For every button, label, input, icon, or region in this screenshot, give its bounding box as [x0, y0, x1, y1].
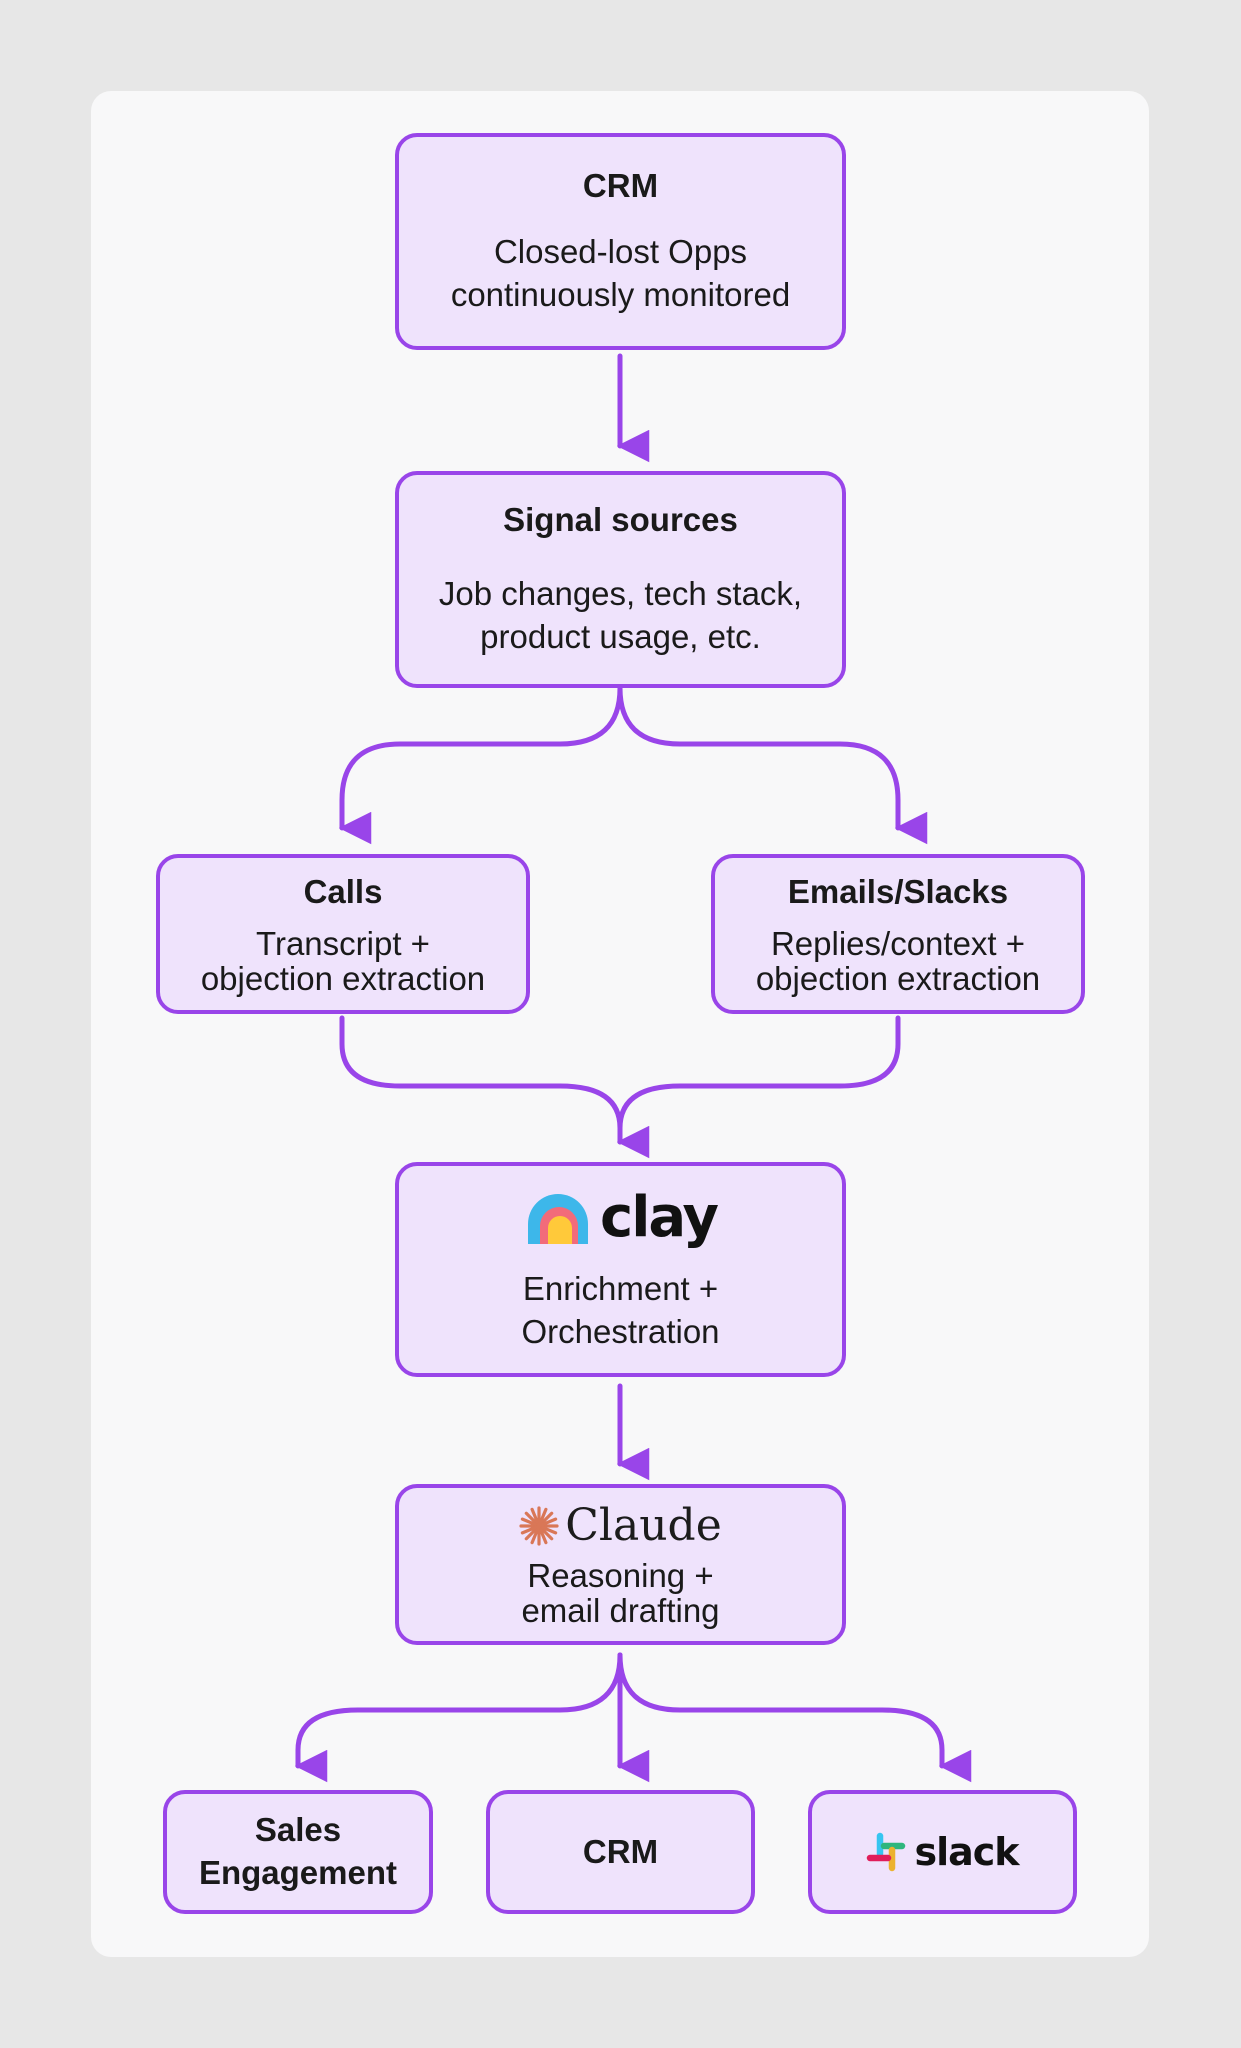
crm-source-node: CRM Closed-lost Opps continuously monito… — [395, 133, 846, 350]
crm-source-title: CRM — [582, 166, 659, 204]
clay-logo: clay — [524, 1185, 719, 1251]
emails-slacks-title: Emails/Slacks — [787, 872, 1009, 910]
signal-sources-node: Signal sources Job changes, tech stack, … — [395, 471, 846, 688]
claude-wordmark: Claude — [565, 1500, 722, 1552]
clay-rainbow-icon — [528, 1193, 589, 1244]
claude-desc: Reasoning + email drafting — [521, 1557, 720, 1629]
calls-node: Calls Transcript + objection extraction — [156, 854, 530, 1014]
slack-logo: slack — [866, 1830, 1020, 1874]
claude-logo: Claude — [519, 1500, 722, 1551]
emails-slacks-desc: Replies/context + objection extraction — [755, 925, 1041, 997]
clay-node: clay Enrichment + Orchestration — [395, 1162, 846, 1377]
signal-sources-desc: Job changes, tech stack, product usage, … — [438, 575, 803, 656]
crm-source-desc: Closed-lost Opps continuously monitored — [450, 233, 791, 314]
signal-sources-title: Signal sources — [503, 500, 738, 538]
calls-title: Calls — [303, 872, 383, 910]
clay-desc: Enrichment + Orchestration — [521, 1270, 720, 1350]
sales-engagement-node: Sales Engagement — [163, 1790, 433, 1914]
emails-slacks-node: Emails/Slacks Replies/context + objectio… — [711, 854, 1085, 1014]
clay-wordmark: clay — [600, 1185, 719, 1251]
diagram-card — [91, 91, 1149, 1957]
slack-wordmark: slack — [914, 1830, 1019, 1874]
claude-starburst-icon — [519, 1506, 559, 1546]
slack-hash-icon — [867, 1832, 906, 1872]
calls-desc: Transcript + objection extraction — [200, 925, 486, 997]
slack-node: slack — [808, 1790, 1077, 1914]
sales-engagement-title: Sales Engagement — [198, 1811, 398, 1891]
crm-dest-title: CRM — [582, 1833, 659, 1871]
claude-node: Claude Reasoning + email drafting — [395, 1484, 846, 1645]
crm-dest-node: CRM — [486, 1790, 755, 1914]
